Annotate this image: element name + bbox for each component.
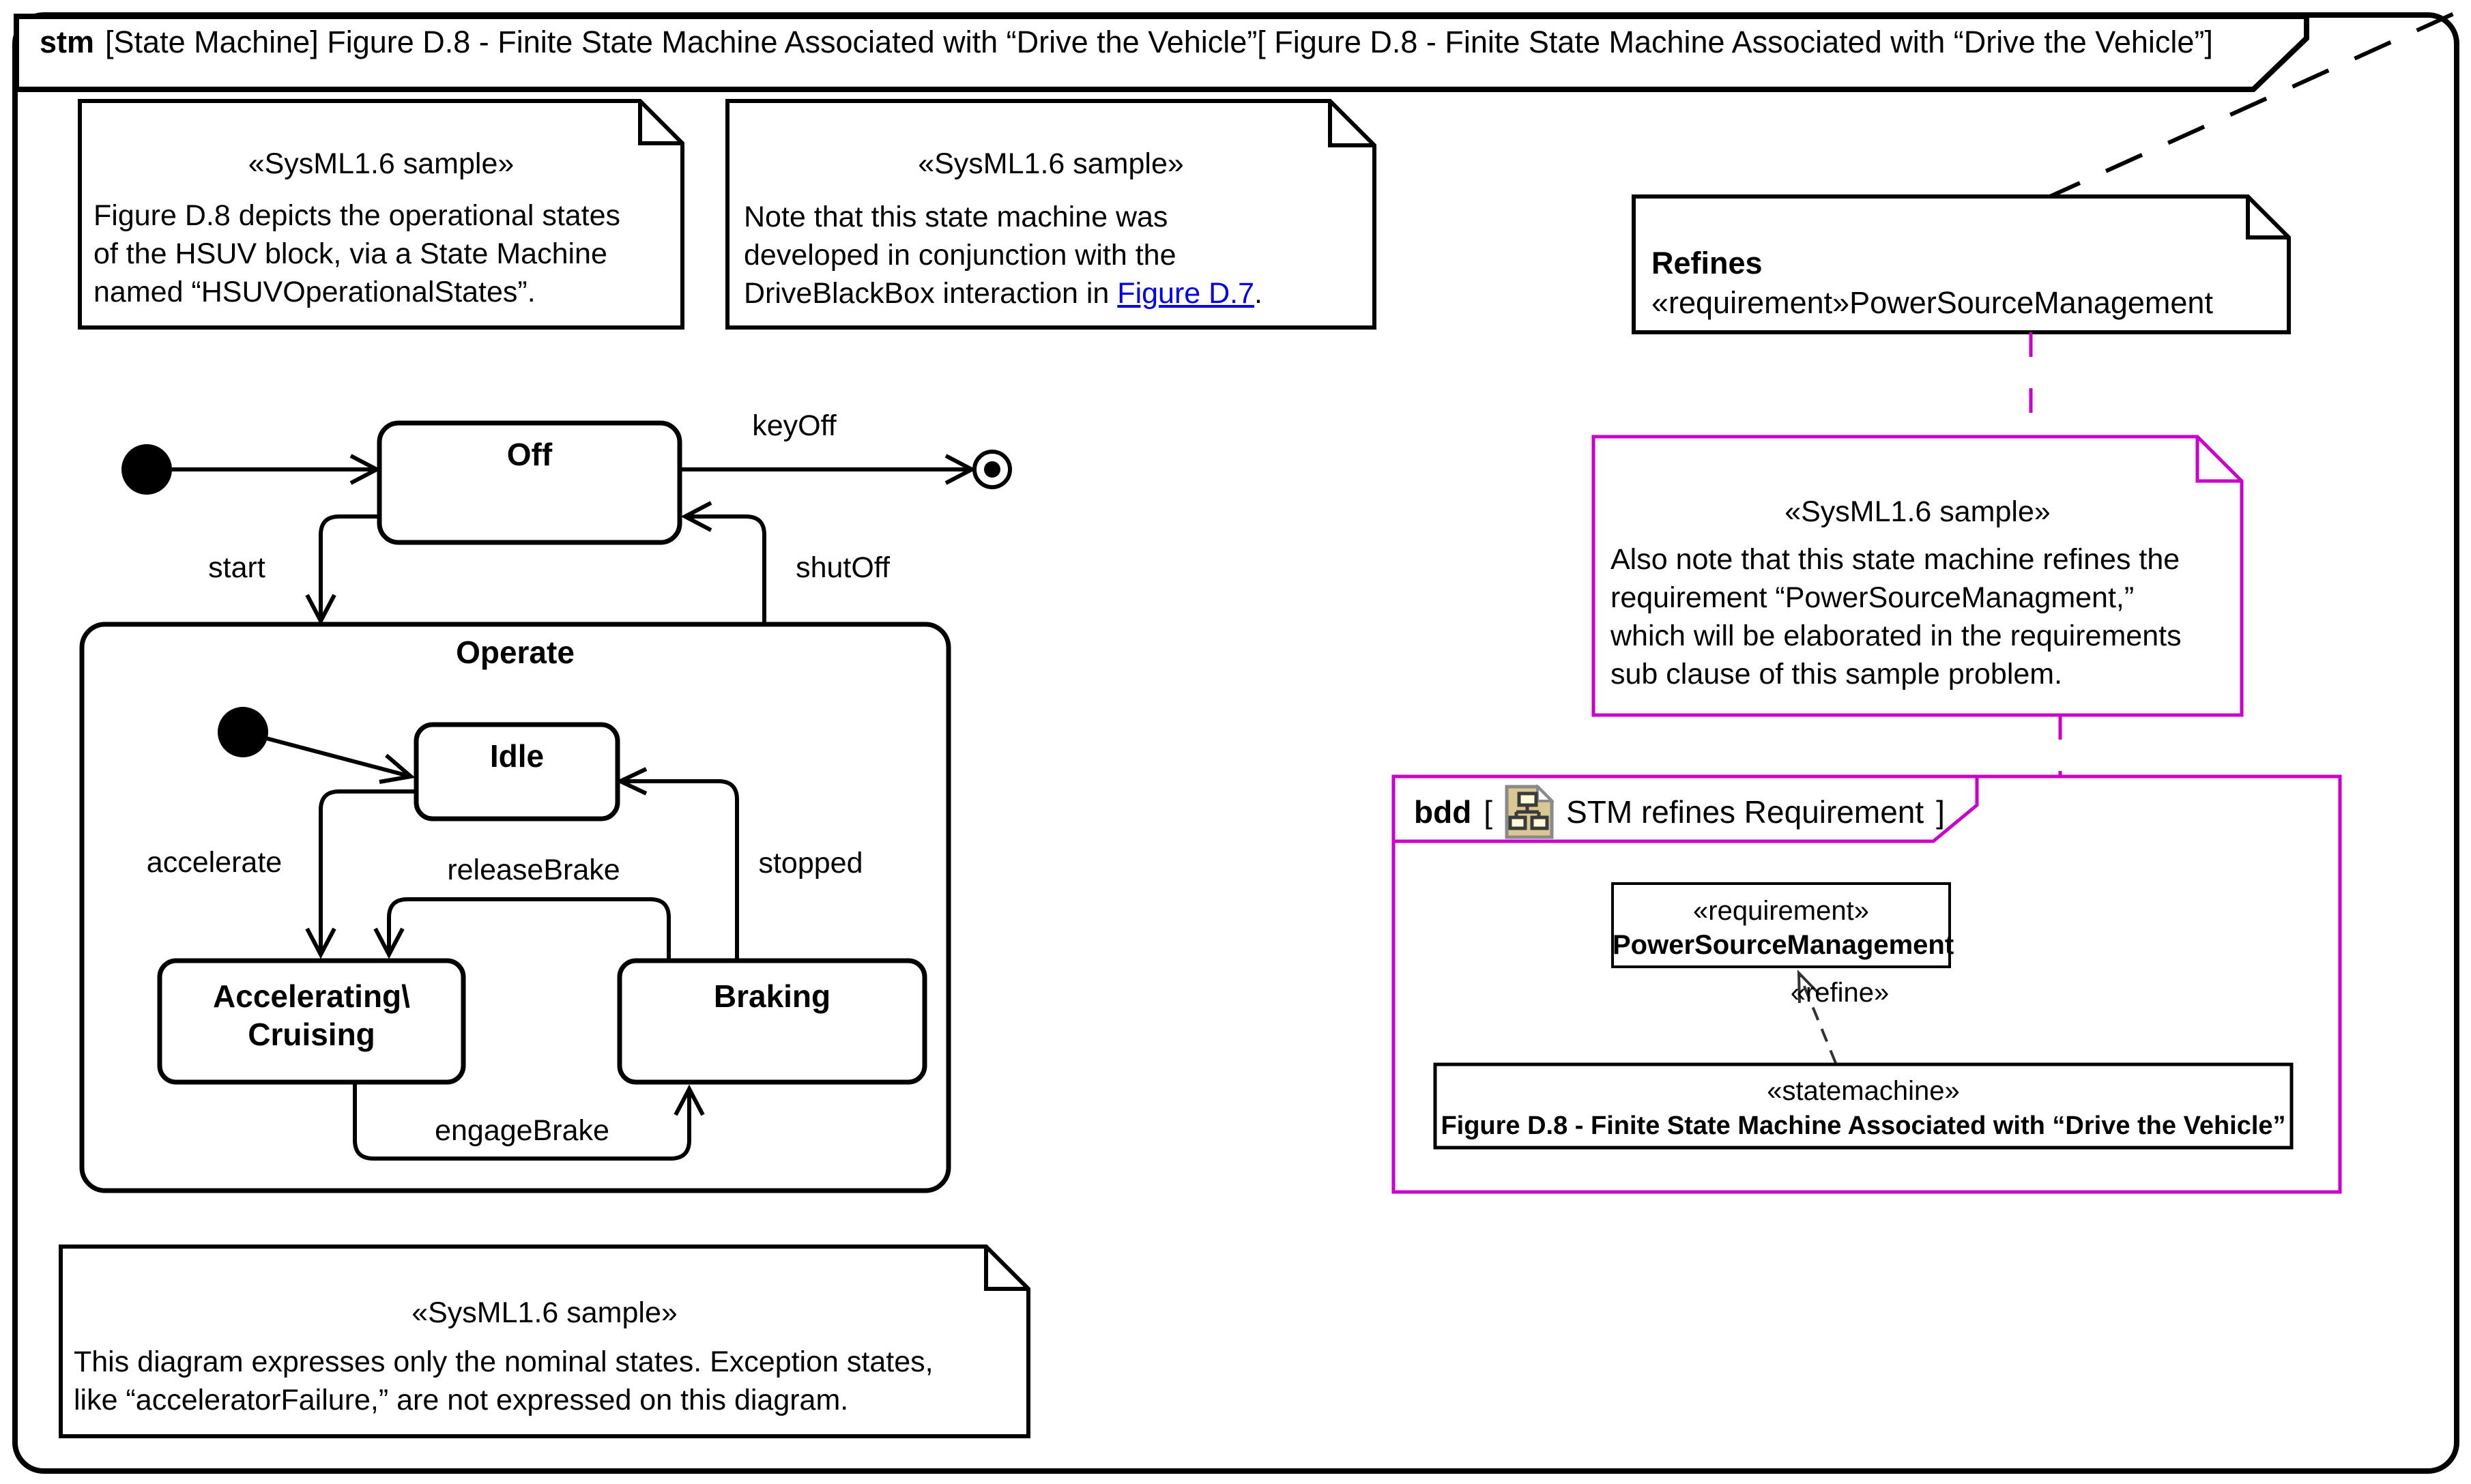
note-refinement-line1: Also note that this state machine refine…: [1610, 543, 2180, 576]
final-state: [972, 450, 1012, 489]
note-conjunction-line1: Note that this state machine was: [744, 201, 1168, 233]
transition-engagebrake: [353, 1082, 705, 1161]
note-nominal-stereotype: «SysML1.6 sample»: [411, 1296, 678, 1329]
transition-shutoff: [680, 501, 766, 624]
requirement-block-shape: [1611, 882, 1951, 968]
state-braking-label: Braking: [713, 978, 831, 1014]
note-conjunction-line3-suffix: .: [1254, 277, 1262, 310]
note-refinement-line4: sub clause of this sample problem.: [1610, 658, 2063, 690]
note-nominal-line1: This diagram expresses only the nominal …: [74, 1345, 934, 1378]
statemachine-name: Figure D.8 - Finite State Machine Associ…: [1441, 1111, 2286, 1140]
note-refinement-line3: which will be elaborated in the requirem…: [1610, 620, 2182, 652]
transition-inner-initial-to-idle: [265, 736, 416, 784]
note-conjunction-shape: [725, 99, 1376, 330]
state-accelerating-label-line1: Accelerating\: [213, 978, 410, 1014]
note-intro-line1: Figure D.8 depicts the operational state…: [93, 199, 621, 232]
requirement-stereotype: «requirement»: [1693, 896, 1869, 926]
note-refinement-shape: [1591, 435, 2244, 717]
transition-keyoff-label: keyOff: [752, 409, 837, 442]
bdd-close-bracket: ]: [1936, 794, 1945, 830]
inner-initial-state-dot: [218, 707, 268, 757]
state-accelerating-shape: [157, 958, 466, 1085]
frame-title-tab: [14, 14, 2309, 92]
transition-engagebrake-label: engageBrake: [435, 1114, 609, 1147]
frame-keyword: stm: [40, 25, 95, 59]
bdd-keyword: bdd: [1414, 794, 1472, 830]
transition-releasebrake: [373, 897, 671, 959]
state-idle-shape: [414, 722, 620, 821]
figure-d7-link[interactable]: Figure D.7: [1117, 277, 1255, 310]
transition-releasebrake-label: releaseBrake: [447, 854, 620, 886]
bdd-header: bdd [ STM refines Requirement ]: [1414, 782, 1945, 842]
refine-stereotype-label: «refine»: [1790, 978, 1890, 1008]
refine-dependency-arrow: [1797, 969, 1837, 1064]
state-accelerating-label: Accelerating\ Cruising: [160, 977, 463, 1053]
state-operate-shape: [79, 622, 951, 1193]
note-conjunction-line3: DriveBlackBox interaction in Figure D.7.: [744, 274, 1262, 312]
transition-keyoff: [680, 454, 977, 485]
bdd-diagram-icon: [1505, 785, 1555, 839]
note-refinement-line2: requirement “PowerSourceManagment,”: [1610, 581, 2135, 614]
state-off-label: Off: [506, 437, 553, 472]
note-conjunction-stereotype: «SysML1.6 sample»: [918, 147, 1184, 180]
state-idle-label: Idle: [489, 738, 545, 774]
state-off-shape: [377, 420, 682, 545]
note-conjunction-line2: developed in conjunction with the: [744, 239, 1176, 272]
transition-start: [305, 514, 379, 626]
state-accelerating-label-line2: Cruising: [248, 1017, 375, 1052]
note-intro-stereotype: «SysML1.6 sample»: [248, 147, 515, 180]
note-intro-line3: named “HSUVOperationalStates”.: [93, 276, 536, 308]
initial-state-dot: [121, 444, 172, 495]
note-nominal-shape: [59, 1245, 1030, 1438]
transition-shutoff-label: shutOff: [796, 551, 890, 584]
bdd-open-bracket: [: [1484, 794, 1493, 830]
transition-initial-to-off: [172, 454, 381, 485]
note-nominal-line2: like “acceleratorFailure,” are not expre…: [74, 1384, 849, 1416]
state-operate-label: Operate: [456, 635, 575, 670]
transition-stopped-label: stopped: [758, 847, 863, 879]
frame-title: stm [State Machine] Figure D.8 - Finite S…: [40, 25, 2213, 60]
requirement-name: PowerSourceManagement: [1613, 930, 1954, 960]
refines-note-keyword: Refines: [1651, 246, 1763, 280]
note-conjunction-line3-prefix: DriveBlackBox interaction in: [744, 277, 1118, 310]
state-braking-shape: [617, 958, 927, 1085]
transition-accelerate: [305, 789, 416, 959]
note-refines-shape: [1632, 194, 2291, 334]
bdd-title-text: STM refines Requirement: [1566, 794, 1924, 830]
transition-start-label: start: [208, 551, 265, 584]
note-intro-line2: of the HSUV block, via a State Machine: [93, 237, 607, 270]
frame-title-text: [State Machine] Figure D.8 - Finite Stat…: [105, 25, 2213, 59]
transition-accelerate-label: accelerate: [146, 846, 283, 879]
note-intro-shape: [78, 99, 684, 330]
statemachine-block-shape: [1433, 1062, 2294, 1150]
note-refinement-stereotype: «SysML1.6 sample»: [1784, 495, 2051, 528]
note-anchor-dashed-line: [2042, 5, 2470, 201]
refines-note-target: «requirement»PowerSourceManagement: [1651, 285, 2213, 320]
statemachine-stereotype: «statemachine»: [1767, 1076, 1960, 1106]
transition-stopped: [615, 767, 739, 959]
